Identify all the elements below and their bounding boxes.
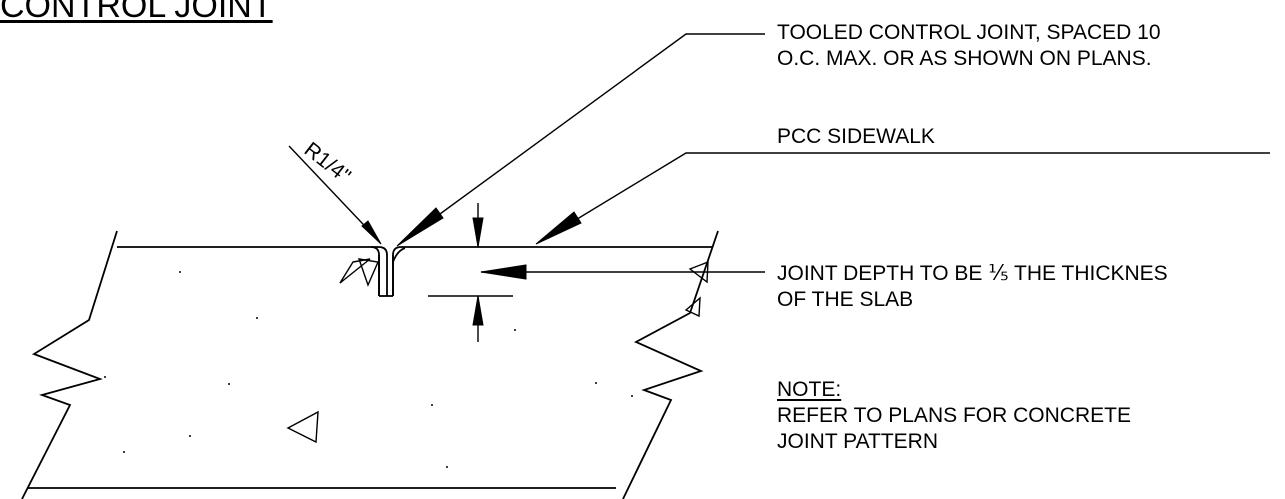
arrow-tooled-joint [396, 207, 444, 247]
callout-tooled-joint-line1: TOOLED CONTROL JOINT, SPACED 10 [777, 21, 1161, 44]
aggregate-triangle [339, 258, 371, 284]
arrow-dim-bottom [472, 295, 484, 326]
note-line2: JOINT PATTERN [777, 430, 939, 453]
slab-top-right [392, 246, 712, 296]
joint-groove [378, 247, 406, 297]
aggregate-dot [514, 329, 516, 331]
aggregate-dot [189, 435, 191, 437]
arrow-radius [361, 220, 382, 245]
aggregate-dot [595, 382, 597, 384]
aggregate-dot [228, 383, 230, 385]
arrow-dim-top [472, 217, 484, 248]
joint-depth-text-post: THE THICKNES [1008, 262, 1168, 285]
groove-fillet-right [392, 247, 406, 263]
callout-tooled-joint-line2: O.C. MAX. OR AS SHOWN ON PLANS. [777, 47, 1152, 70]
callout-tooled-joint: TOOLED CONTROL JOINT, SPACED 10 O.C. MAX… [777, 20, 1161, 72]
aggregate-triangle [286, 410, 319, 444]
callout-joint-depth-line2: OF THE SLAB [777, 288, 914, 311]
arrow-joint-depth [480, 264, 527, 280]
aggregate-dot [431, 404, 433, 406]
aggregate-dot [446, 466, 448, 468]
aggregate-dot [631, 395, 633, 397]
note-block: NOTE: REFER TO PLANS FOR CONCRETE JOINT … [777, 377, 1131, 455]
leader-sidewalk [540, 152, 1270, 242]
aggregate-dot [256, 317, 258, 319]
callout-sidewalk: PCC SIDEWALK [777, 125, 935, 148]
callout-joint-depth: JOINT DEPTH TO BE ⅕ THE THICKNES OF THE … [777, 261, 1168, 313]
arrow-sidewalk [535, 211, 582, 245]
slab-right-edge [622, 230, 719, 499]
concrete-dots [104, 271, 633, 468]
slab-top-left [117, 246, 388, 296]
joint-depth-text-pre: JOINT DEPTH TO BE [777, 262, 989, 285]
callout-joint-depth-line1: JOINT DEPTH TO BE ⅕ THE THICKNES [777, 261, 1168, 287]
leader-tooled-joint [402, 33, 765, 242]
slab-outline [21, 230, 719, 499]
joint-bottom [370, 246, 380, 296]
aggregate-triangle [684, 296, 701, 318]
aggregate-triangle [357, 258, 380, 287]
joint-depth-fraction: ⅕ [988, 262, 1009, 285]
note-line1: REFER TO PLANS FOR CONCRETE [777, 404, 1131, 427]
note-heading: NOTE: [777, 378, 842, 401]
arrowheads [361, 207, 582, 326]
slab-left-edge [21, 230, 118, 499]
drawing-title: CONTROL JOINT [0, 0, 273, 25]
aggregate-dot [179, 271, 181, 273]
concrete-hatch [286, 258, 709, 444]
aggregate-dot [123, 451, 125, 453]
aggregate-dot [104, 376, 106, 378]
